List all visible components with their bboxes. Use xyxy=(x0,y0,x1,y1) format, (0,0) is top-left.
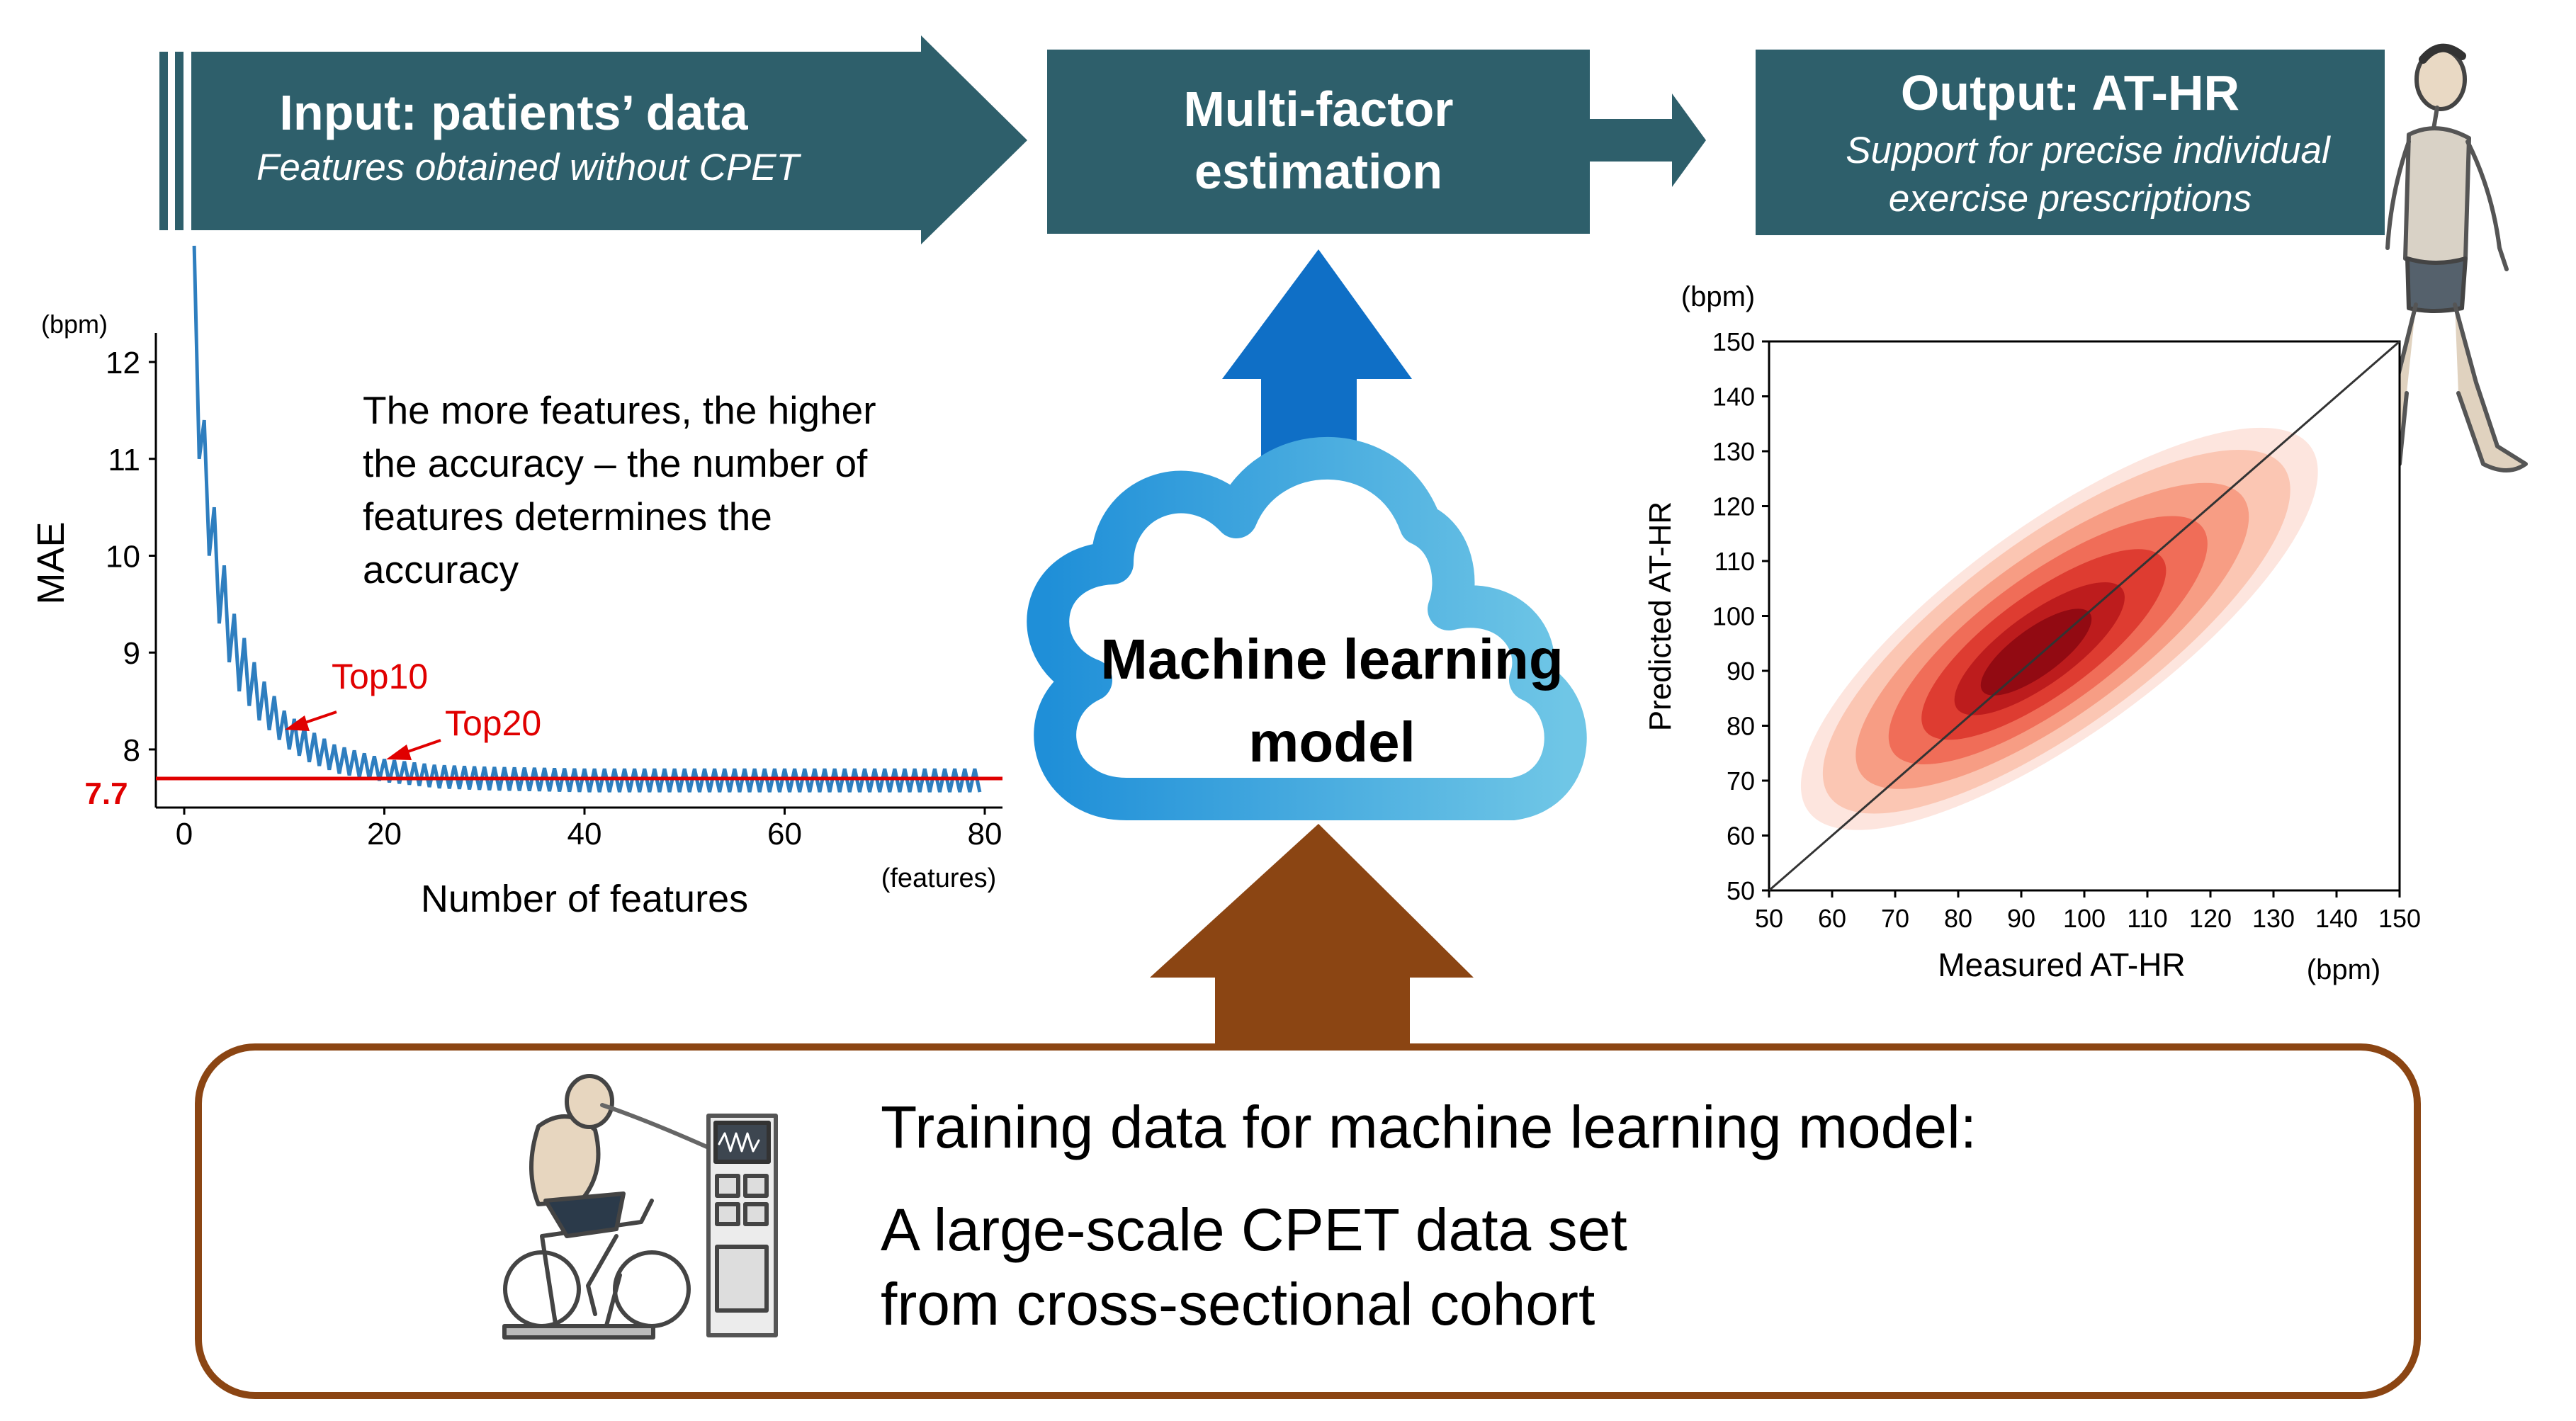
scatter-x-tick-label: 140 xyxy=(2315,904,2358,933)
scatter-y-tick-label: 110 xyxy=(1714,547,1755,576)
scatter-y-tick-label: 140 xyxy=(1712,383,1755,412)
mae-series-line xyxy=(192,245,982,793)
top20-arrow xyxy=(386,739,441,760)
cloud-label-line2: model xyxy=(1248,710,1416,774)
brown-up-arrow xyxy=(1150,824,1474,1045)
scatter-x-tick-label: 150 xyxy=(2378,904,2421,933)
density-scatter-chart: 50 60 70 80 90 100 110 120 130 140 150 50 60 70 80 90 10… xyxy=(1643,281,2421,985)
estimation-line1: Multi-factor xyxy=(1183,81,1453,137)
scatter-x-tick-label: 80 xyxy=(1944,904,1972,933)
mae-x-unit: (features) xyxy=(881,864,997,893)
mae-annotation-line3: features determines the xyxy=(363,494,772,538)
mae-x-tick-label: 60 xyxy=(767,817,802,851)
mae-y-tick-label: 12 xyxy=(106,346,140,380)
mae-y-tick-label: 9 xyxy=(123,636,140,671)
scatter-x-unit: (bpm) xyxy=(2307,954,2380,985)
scatter-x-tick-label: 120 xyxy=(2189,904,2232,933)
scatter-y-tick-label: 150 xyxy=(1712,327,1755,356)
mae-annotation-line4: accuracy xyxy=(363,548,519,591)
scatter-x-tick-label: 110 xyxy=(2127,904,2167,933)
mae-line-chart: 0 20 40 60 80 8 9 10 11 12 7.7 (bpm) MAE Number o… xyxy=(30,245,1002,920)
input-banner: Input: patients’ data Features obtained … xyxy=(159,35,1027,244)
density-contour-level xyxy=(1980,608,2092,696)
scatter-y-tick-label: 120 xyxy=(1712,492,1755,521)
scatter-x-label: Measured AT-HR xyxy=(1938,946,2185,983)
scatter-y-tick-label: 80 xyxy=(1727,712,1755,741)
estimation-box: Multi-factor estimation xyxy=(1047,50,1590,234)
scatter-y-tick-label: 100 xyxy=(1712,602,1755,631)
mae-ref-label: 7.7 xyxy=(84,776,128,811)
top10-arrow xyxy=(285,710,337,731)
scatter-y-tick-label: 130 xyxy=(1712,437,1755,466)
scatter-x-tick-label: 50 xyxy=(1755,904,1783,933)
scatter-x-tick-label: 90 xyxy=(2007,904,2035,933)
training-line3: from cross-sectional cohort xyxy=(881,1271,1595,1337)
cloud-label-line1: Machine learning xyxy=(1100,628,1563,691)
mae-x-tick-label: 40 xyxy=(567,817,602,851)
mae-x-label: Number of features xyxy=(421,878,748,920)
scatter-x-tick-label: 60 xyxy=(1818,904,1846,933)
mae-y-tick-label: 10 xyxy=(106,539,140,574)
training-line2: A large-scale CPET data set xyxy=(881,1196,1627,1263)
cycling-cpet-illustration xyxy=(502,1074,778,1340)
input-subtitle: Features obtained without CPET xyxy=(256,147,802,188)
mae-y-unit: (bpm) xyxy=(41,310,108,339)
machine-learning-cloud: Machine learning model xyxy=(1027,436,1587,820)
mae-annotation-line2: the accuracy – the number of xyxy=(363,441,868,485)
top20-label: Top20 xyxy=(445,703,541,743)
scatter-x-tick-label: 100 xyxy=(2063,904,2106,933)
scatter-y-tick-label: 50 xyxy=(1727,876,1755,905)
scatter-y-tick-label: 60 xyxy=(1727,822,1755,851)
scatter-y-unit: (bpm) xyxy=(1681,281,1755,312)
mae-x-tick-label: 80 xyxy=(968,817,1002,851)
small-right-arrow xyxy=(1590,94,1706,187)
scatter-x-tick-label: 130 xyxy=(2252,904,2295,933)
mae-y-tick-label: 11 xyxy=(108,443,140,477)
scatter-y-tick-label: 90 xyxy=(1727,657,1755,686)
mae-y-tick-label: 8 xyxy=(123,733,140,768)
scatter-y-label: Predicted AT-HR xyxy=(1643,502,1678,731)
identity-line xyxy=(1768,340,2400,892)
output-subtitle-line2: exercise prescriptions xyxy=(1889,178,2252,220)
training-data-box: Training data for machine learning model… xyxy=(195,1043,2421,1399)
mae-x-tick-label: 20 xyxy=(367,817,402,851)
output-box: Output: AT-HR Support for precise indivi… xyxy=(1756,50,2385,235)
output-subtitle-line1: Support for precise individual xyxy=(1846,130,2331,171)
scatter-y-tick-label: 70 xyxy=(1727,766,1755,796)
training-title: Training data for machine learning model… xyxy=(881,1094,1977,1160)
top10-label: Top10 xyxy=(332,657,428,696)
blue-up-arrow xyxy=(1222,249,1412,460)
mae-annotation-line1: The more features, the higher xyxy=(363,388,876,432)
mae-x-tick-label: 0 xyxy=(176,817,193,851)
scatter-x-tick-label: 70 xyxy=(1881,904,1909,933)
input-title: Input: patients’ data xyxy=(279,85,748,140)
estimation-line2: estimation xyxy=(1194,144,1442,199)
mae-y-label: MAE xyxy=(30,521,72,604)
output-title: Output: AT-HR xyxy=(1901,65,2239,120)
